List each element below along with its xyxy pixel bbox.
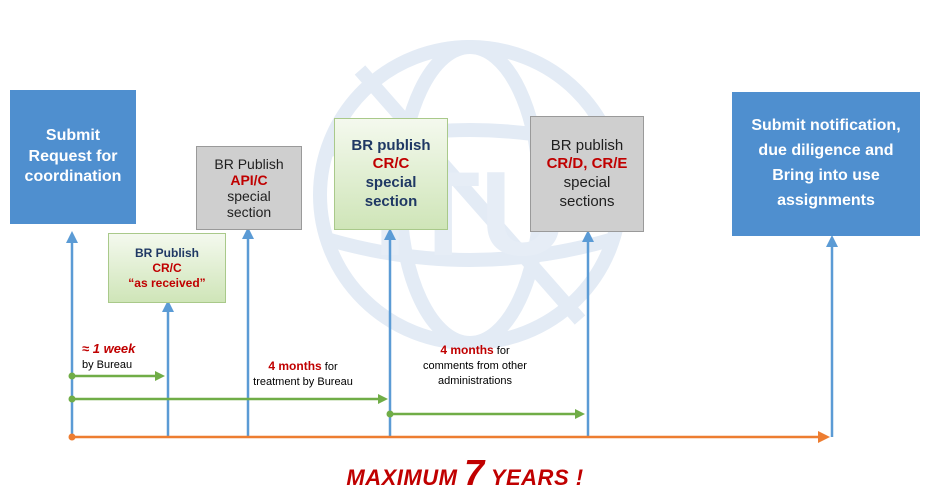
submit-request-line: Request for [28, 147, 118, 165]
box-title: BR publish [351, 136, 431, 154]
timeline-arrows [66, 227, 838, 443]
box-text: special [365, 174, 417, 191]
submit-notification-box: Submit notification, due diligence and B… [732, 92, 920, 236]
br-publish-api-box: BR Publish API/C special section [196, 146, 302, 230]
duration-text: administrations [438, 374, 512, 387]
submit-request-box: Submit Request for coordination [10, 90, 136, 224]
four-months-comments-label: 4 months for comments from other adminis… [400, 342, 550, 389]
footer-suffix: YEARS ! [484, 465, 584, 490]
br-publish-crc-special-box: BR publish CR/C special section [334, 118, 448, 230]
publication-code: CR/C [152, 260, 182, 275]
box-title: BR publish [550, 136, 624, 154]
duration-value: 4 months [440, 343, 494, 357]
box-note: “as received” [128, 275, 206, 290]
br-publish-crc-received-box: BR Publish CR/C “as received” [108, 233, 226, 303]
duration-text: comments from other [423, 359, 527, 372]
box-title: BR Publish [134, 245, 199, 260]
publication-code: CR/D, CR/E [546, 155, 628, 173]
duration-text: treatment by Bureau [253, 375, 353, 388]
duration-suffix: for [493, 345, 510, 357]
publication-code: CR/C [372, 155, 410, 173]
publication-code: API/C [230, 171, 268, 188]
four-months-treatment-label: 4 months for treatment by Bureau [238, 358, 368, 390]
one-week-label: ≈ 1 week by Bureau [82, 340, 135, 372]
box-text: section [364, 192, 418, 210]
submit-notification-line: due diligence and [758, 142, 894, 160]
box-text: sections [559, 192, 615, 210]
duration-suffix: for [321, 361, 338, 373]
footer-number: 7 [464, 452, 485, 493]
box-text: special [227, 188, 271, 204]
box-text: section [226, 204, 272, 221]
submit-request-line: Submit [45, 126, 101, 144]
duration-text: by Bureau [82, 358, 133, 371]
duration-value: ≈ 1 week [82, 341, 136, 356]
footer-prefix: MAXIMUM [346, 465, 465, 490]
br-publish-crd-cre-box: BR publish CR/D, CR/E special sections [530, 116, 644, 232]
duration-value: 4 months [268, 359, 322, 373]
submit-notification-line: Submit notification, [751, 117, 901, 135]
box-text: special [563, 174, 611, 191]
submit-notification-line: Bring into use [772, 167, 880, 184]
maximum-duration-footer: MAXIMUM 7 YEARS ! [0, 452, 930, 494]
box-title: BR Publish [214, 155, 284, 172]
submit-request-line: coordination [24, 168, 122, 186]
submit-notification-line: assignments [777, 191, 875, 209]
